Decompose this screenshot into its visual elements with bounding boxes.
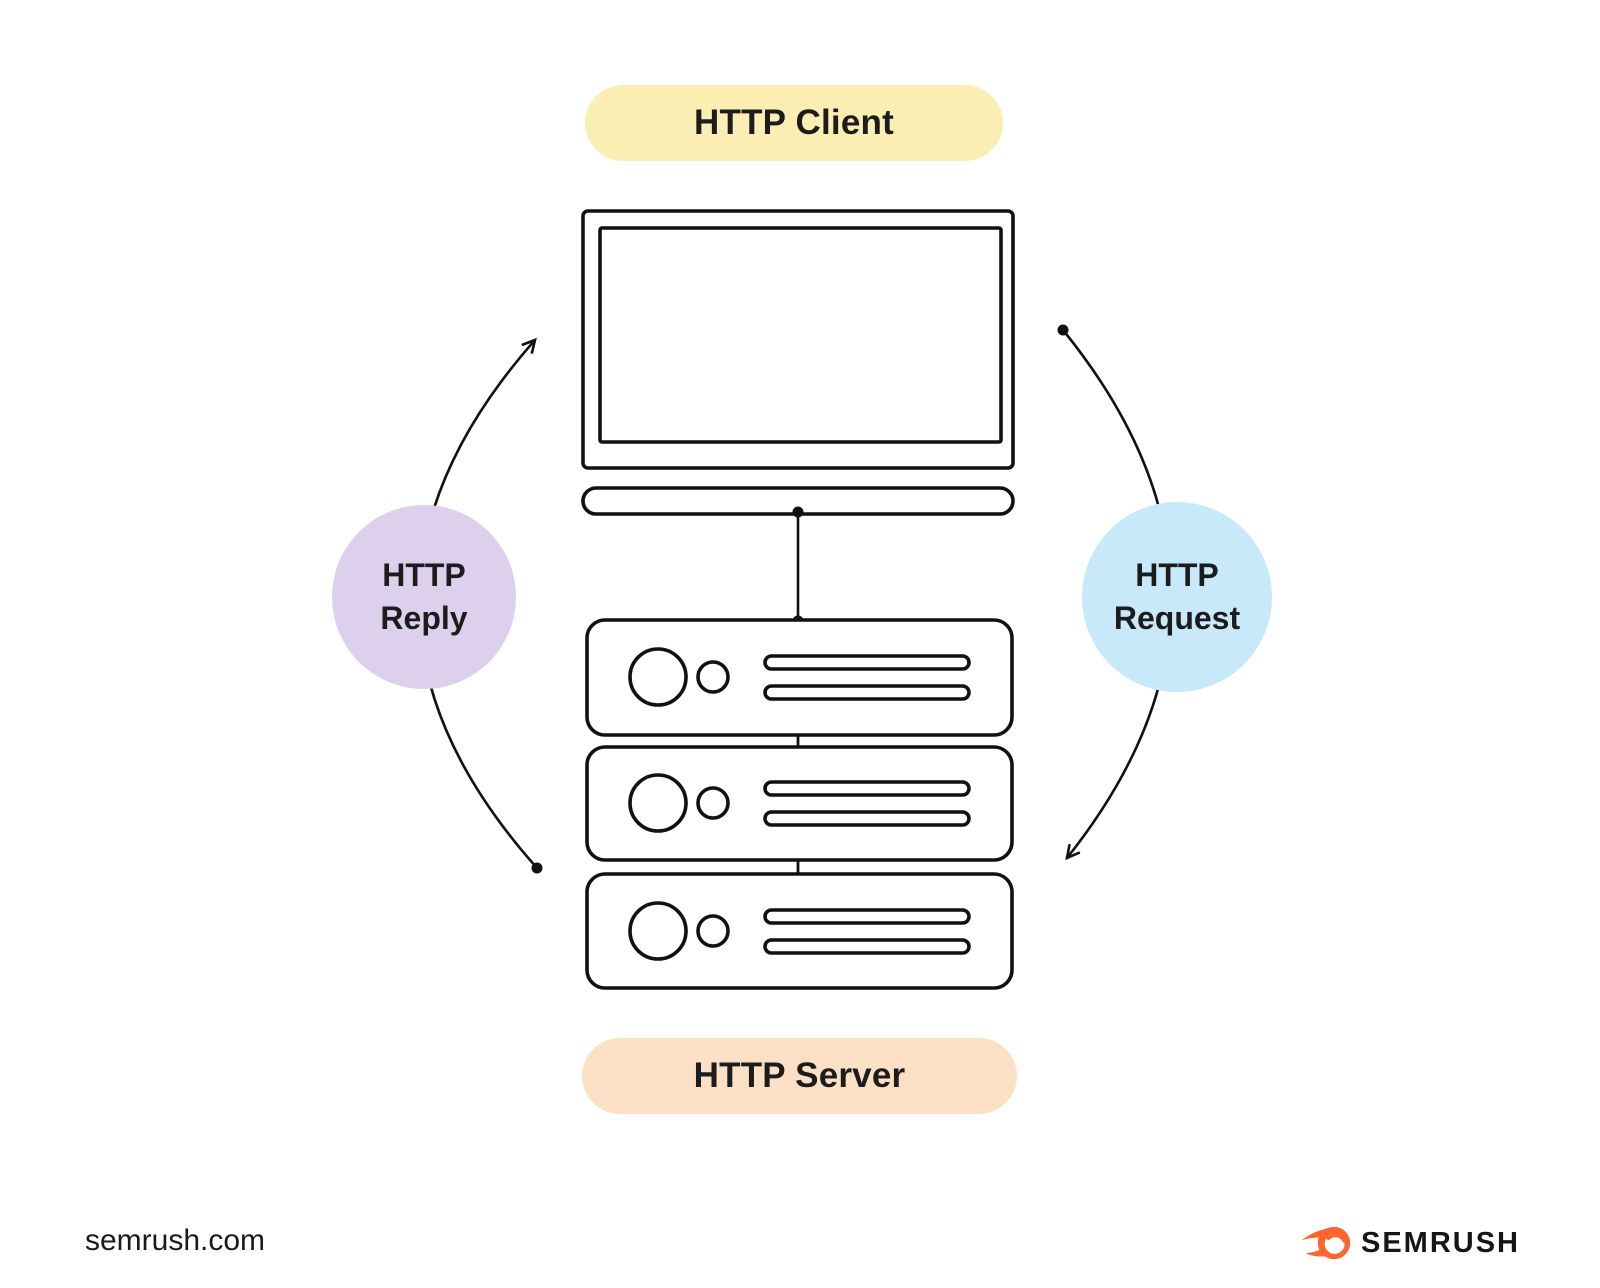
server-slot [763, 780, 971, 797]
monitor-screen [598, 226, 1003, 444]
http-client-label: HTTP Client [694, 103, 894, 142]
server-dial-small [696, 914, 730, 948]
http-client-label-pill: HTTP Client [585, 85, 1003, 161]
site-credit: semrush.com [85, 1224, 266, 1257]
http-server-label-pill: HTTP Server [582, 1038, 1017, 1114]
server-dial-small [696, 660, 730, 694]
server-unit-3 [585, 872, 1014, 990]
http-request-line2: Request [1113, 600, 1241, 636]
server-dial-small [696, 786, 730, 820]
http-server-label: HTTP Server [693, 1056, 906, 1095]
semrush-wordmark: SEMRUSH [1360, 1226, 1520, 1259]
server-slot [763, 908, 971, 925]
http-reply-line1: HTTP [382, 557, 466, 593]
server-unit-2 [585, 745, 1014, 862]
semrush-flame-icon [1301, 1226, 1351, 1260]
server-stack-icon [585, 618, 1014, 990]
server-dial-large [628, 773, 688, 833]
http-request-bubble: HTTP Request [1082, 502, 1272, 692]
http-reply-bubble: HTTP Reply [332, 505, 516, 689]
server-slot [763, 810, 971, 827]
http-request-line1: HTTP [1135, 557, 1219, 593]
server-dial-large [628, 647, 688, 707]
server-unit-1 [585, 618, 1014, 737]
client-computer-icon [581, 209, 1015, 516]
client-server-connector-line [792, 506, 804, 627]
semrush-logo: SEMRUSH [1300, 1224, 1520, 1262]
server-dial-large [628, 901, 688, 961]
server-slot [763, 938, 971, 955]
server-slot [763, 684, 971, 701]
server-slot [763, 654, 971, 671]
http-reply-line2: Reply [380, 600, 468, 636]
